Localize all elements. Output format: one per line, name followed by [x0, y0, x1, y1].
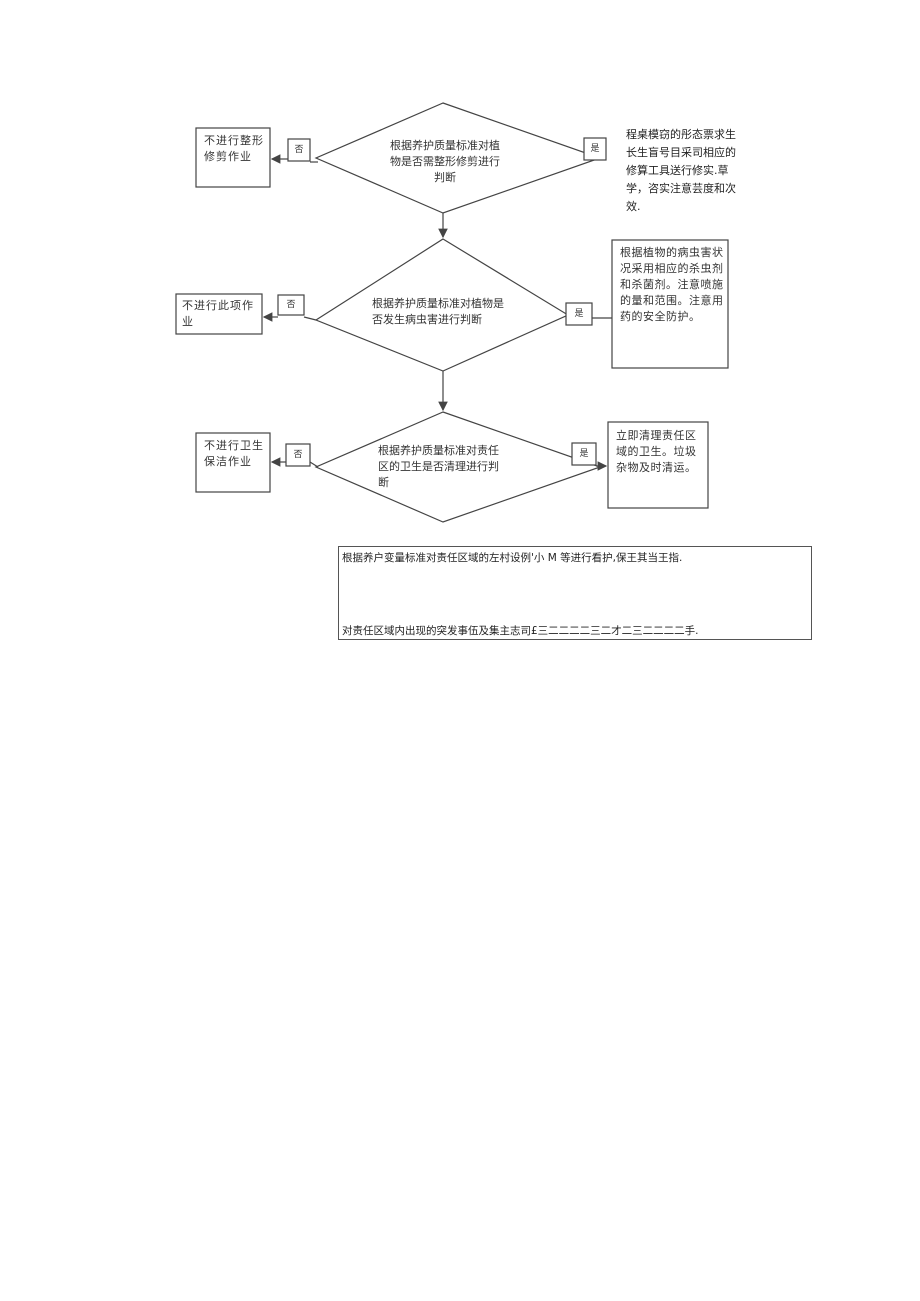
- no-link-2: [303, 316, 317, 321]
- no-action-box-2: [175, 293, 263, 335]
- yes-tag-2: 是: [574, 309, 584, 319]
- no-action-text-1: 不进行整形修剪作业: [204, 134, 264, 163]
- no-action-box-3: [195, 432, 271, 493]
- no-action-text-3: 不进行卫生保洁作业: [204, 439, 264, 468]
- yes-action-box-2: [611, 239, 729, 369]
- yes-tag-3: 是: [579, 449, 589, 459]
- flowchart: [175, 102, 729, 523]
- decision-text-1: 根据养护质量标准对植物是否需整形修剪进行判断: [390, 139, 500, 184]
- yes-tag-box-2: [565, 302, 593, 326]
- yes-tag-box-1: [583, 137, 607, 161]
- no-tag-box-2: [277, 294, 305, 316]
- yes-action-text-3: 立即清理责任区域的卫生。垃圾杂物及时清运。: [616, 429, 697, 474]
- no-action-box-1: [195, 127, 271, 188]
- yes-tag-1: 是: [590, 144, 600, 154]
- no-link-3: [309, 461, 319, 468]
- yes-tag-box-3: [571, 442, 597, 466]
- no-action-text-2: 不进行此项作业: [182, 299, 254, 328]
- note-box: 根据养户变量标准对责任区域的左村设例'小 M 等进行看护,保王其当王指. 对责任…: [338, 546, 812, 640]
- yes-action-box-3: [607, 421, 709, 509]
- yes-action-text-2: 根据植物的病虫害状况采用相应的杀虫剂和杀菌剂。注意喷施的量和范围。注意用药的安全…: [620, 246, 724, 323]
- note-line-1: 根据养户变量标准对责任区域的左村设例'小 M 等进行看护,保王其当王指.: [342, 552, 683, 564]
- decision-diamond-3: [314, 411, 602, 523]
- no-tag-box-3: [285, 443, 311, 467]
- note-line-2: 对责任区域内出现的突发事伍及集主志司£三二二二二三二才二三二二二二手.: [342, 625, 699, 637]
- no-tag-2: 否: [286, 300, 296, 310]
- decision-text-2: 根据养护质量标准对植物是否发生病虫害进行判断: [372, 297, 504, 326]
- decision-text-3: 根据养护质量标准对责任区的卫生是否清理进行判断: [378, 444, 499, 489]
- no-tag-1: 否: [294, 145, 304, 155]
- yes-action-text-1: 程桌模窃的彤态票求生长生盲号目采司相应的修算工具送行修实.草学，咨实注意芸度和次…: [626, 128, 736, 213]
- no-tag-3: 否: [293, 450, 303, 460]
- no-tag-box-1: [287, 138, 311, 162]
